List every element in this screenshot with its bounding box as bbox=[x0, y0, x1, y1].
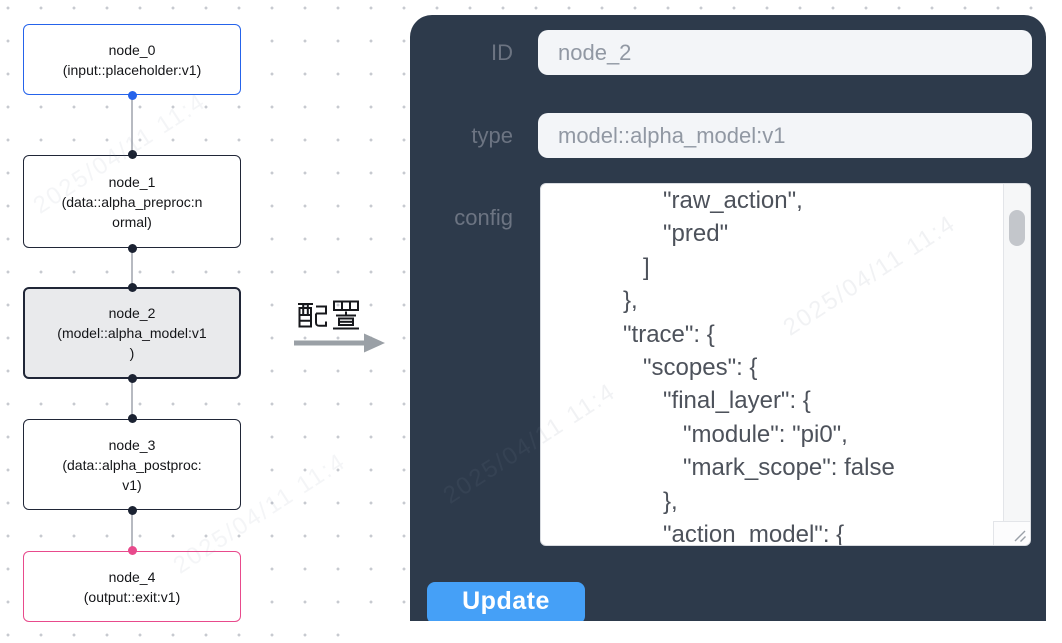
cjk-peizhi-glyph bbox=[298, 300, 359, 330]
node-source-handle[interactable] bbox=[127, 374, 137, 383]
node-type: (input::placeholder:v1) bbox=[62, 61, 202, 78]
node-target-handle[interactable] bbox=[127, 283, 137, 292]
node-type: ormal) bbox=[112, 213, 152, 230]
config-line: }, bbox=[563, 287, 638, 315]
update-button[interactable]: Update bbox=[427, 582, 585, 621]
node-type: (data::alpha_postproc: bbox=[62, 456, 202, 473]
config-label: config bbox=[454, 205, 513, 230]
node-type: (output::exit:v1) bbox=[83, 588, 181, 605]
config-line: "mark_scope": false bbox=[563, 454, 895, 482]
node-source-handle[interactable] bbox=[127, 244, 137, 253]
node-source-handle[interactable] bbox=[127, 506, 137, 515]
node-title: node_2 bbox=[108, 305, 156, 321]
flow-edge[interactable] bbox=[131, 379, 133, 419]
config-panel: ID type config "raw_action", "pred" ] },… bbox=[410, 15, 1046, 621]
config-line: "final_layer": { bbox=[563, 387, 811, 415]
flow-edge[interactable] bbox=[131, 248, 133, 287]
config-line: "action_model": { bbox=[563, 521, 845, 545]
node-target-handle[interactable] bbox=[127, 414, 137, 423]
flow-node-node_3[interactable]: node_3 (data::alpha_postproc: v1) bbox=[23, 414, 241, 515]
config-line: "scopes": { bbox=[563, 354, 758, 382]
flow-edge[interactable] bbox=[131, 95, 133, 155]
node-target-handle[interactable] bbox=[127, 150, 137, 159]
type-input[interactable] bbox=[538, 113, 1032, 158]
node-type: ) bbox=[129, 345, 135, 361]
config-annotation: 配置 bbox=[290, 296, 390, 366]
node-title: node_1 bbox=[108, 173, 156, 190]
node-target-handle[interactable] bbox=[127, 546, 137, 555]
config-line: ] bbox=[563, 253, 650, 281]
config-annotation-label: 配置 bbox=[290, 296, 291, 297]
flow-node-node_2-selected[interactable]: node_2 (model::alpha_model:v1 ) bbox=[23, 283, 241, 383]
flow-node-node_4[interactable]: node_4 (output::exit:v1) bbox=[23, 546, 241, 622]
node-source-handle[interactable] bbox=[127, 91, 137, 100]
flow-canvas: node_0 (input::placeholder:v1) node_1 (d… bbox=[0, 0, 340, 643]
resize-handle-icon[interactable] bbox=[993, 521, 1030, 545]
config-line: "module": "pi0", bbox=[563, 420, 848, 448]
id-label: ID bbox=[491, 40, 513, 65]
config-line: "trace": { bbox=[563, 320, 715, 348]
node-title: node_4 bbox=[108, 568, 156, 585]
config-json-content: "raw_action", "pred" ] }, "trace": { "sc… bbox=[541, 184, 1002, 545]
scrollbar-thumb[interactable] bbox=[1009, 210, 1025, 246]
node-type: v1) bbox=[122, 476, 142, 493]
config-line: "raw_action", bbox=[563, 187, 803, 214]
node-type: (model::alpha_model:v1 bbox=[57, 325, 207, 341]
arrow-right-icon bbox=[294, 333, 385, 353]
id-input[interactable] bbox=[538, 30, 1032, 75]
config-line: "pred" bbox=[563, 220, 729, 248]
flow-node-node_1[interactable]: node_1 (data::alpha_preproc:n ormal) bbox=[23, 150, 241, 253]
flow-edge[interactable] bbox=[131, 510, 133, 551]
node-title: node_0 bbox=[108, 41, 156, 58]
scrollbar-track[interactable] bbox=[1003, 184, 1030, 521]
config-textarea[interactable]: "raw_action", "pred" ] }, "trace": { "sc… bbox=[540, 183, 1031, 546]
type-label: type bbox=[471, 123, 513, 148]
node-title: node_3 bbox=[108, 436, 156, 453]
flow-node-node_0[interactable]: node_0 (input::placeholder:v1) bbox=[23, 24, 241, 100]
node-type: (data::alpha_preproc:n bbox=[61, 193, 203, 210]
config-line: }, bbox=[563, 487, 678, 515]
